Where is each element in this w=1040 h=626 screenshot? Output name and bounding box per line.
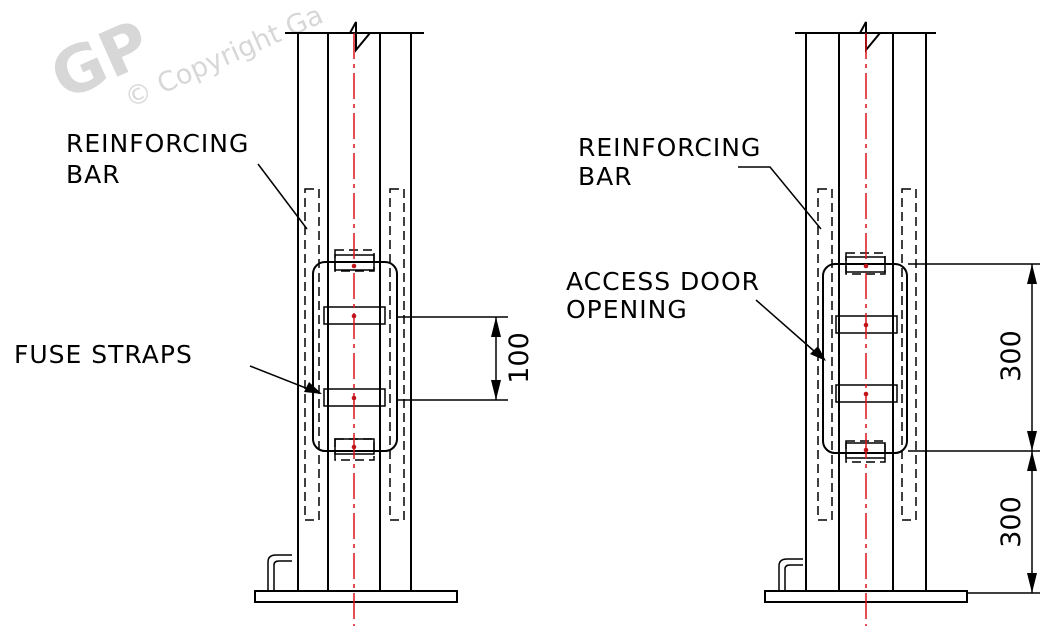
left-label-fuse-straps: FUSE STRAPS xyxy=(14,340,193,369)
left-reinforcing-bar-right xyxy=(389,188,405,521)
right-break-symbol xyxy=(859,21,881,53)
right-dimension-door-value: 300 xyxy=(996,330,1027,382)
right-door-leader xyxy=(755,299,823,359)
right-bracket xyxy=(778,558,803,590)
left-fuse-strap-leader xyxy=(249,365,317,393)
right-label-access-door: ACCESS DOOR xyxy=(566,267,760,296)
left-break-symbol xyxy=(349,21,371,53)
right-dimension-lower-value: 300 xyxy=(996,496,1027,548)
watermark: GP © Copyright Ga xyxy=(40,0,327,115)
right-pole-detail: 300 300 REINFORCING BAR ACCESS DOOR OPEN… xyxy=(566,21,1040,626)
left-pole-detail: 100 REINFORCING BAR FUSE STRAPS xyxy=(14,21,535,626)
right-reinforcing-leader xyxy=(738,166,822,230)
left-dimension-value: 100 xyxy=(504,332,535,384)
right-label-opening: OPENING xyxy=(566,295,688,324)
left-label-bar: BAR xyxy=(66,160,121,189)
right-door-opening xyxy=(822,263,908,454)
right-label-reinforcing: REINFORCING xyxy=(578,133,761,162)
right-label-bar: BAR xyxy=(578,162,633,191)
left-door-opening xyxy=(312,261,398,452)
left-reinforcing-bar-left xyxy=(304,188,320,521)
left-label-reinforcing: REINFORCING xyxy=(66,129,249,158)
left-pole-walls xyxy=(285,32,424,590)
right-dimensions xyxy=(908,263,1040,594)
left-dimension-100 xyxy=(398,316,508,401)
left-base-plate xyxy=(254,590,458,603)
left-bracket xyxy=(267,554,292,590)
left-reinforcing-leader xyxy=(257,163,308,230)
right-reinforcing-bar-right xyxy=(901,188,917,521)
